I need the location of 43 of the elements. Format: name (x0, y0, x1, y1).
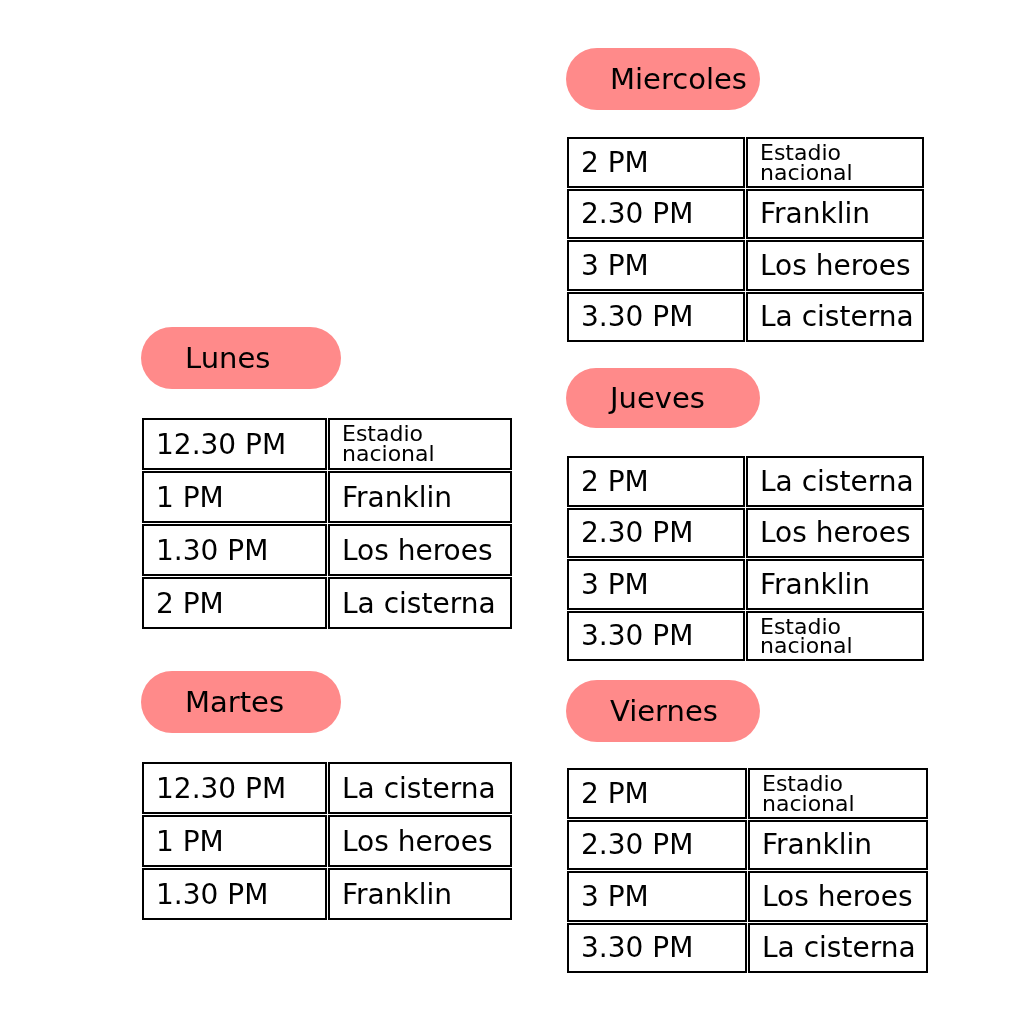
time-cell: 2 PM (567, 768, 747, 819)
place-cell: Franklin (328, 868, 512, 920)
time-cell: 3 PM (567, 871, 747, 922)
time-cell: 2 PM (142, 577, 327, 629)
place-cell: Los heroes (328, 815, 512, 867)
place-cell: Franklin (748, 819, 928, 870)
time-cell: 3 PM (567, 240, 745, 291)
place-cell: Estadio nacional (746, 610, 924, 661)
place-cell: Los heroes (748, 871, 928, 922)
place-cell: Los heroes (328, 524, 512, 576)
time-cell: 1 PM (142, 471, 327, 523)
place-cell: Los heroes (746, 240, 924, 291)
time-cell: 2 PM (567, 456, 745, 507)
place-cell: La cisterna (328, 762, 512, 814)
time-cell: 1 PM (142, 815, 327, 867)
time-cell: 3.30 PM (567, 610, 745, 661)
time-cell: 2 PM (567, 137, 745, 188)
place-cell: Los heroes (746, 507, 924, 558)
place-cell: La cisterna (748, 922, 928, 973)
day-heading-pill: Martes (141, 671, 341, 733)
place-cell: La cisterna (746, 456, 924, 507)
time-cell: 3.30 PM (567, 922, 747, 973)
place-cell: Estadio nacional (748, 768, 928, 819)
time-cell: 3 PM (567, 559, 745, 610)
day-heading-pill: Miercoles (566, 48, 760, 110)
place-cell: Estadio nacional (746, 137, 924, 188)
time-cell: 2.30 PM (567, 819, 747, 870)
place-cell: Estadio nacional (328, 418, 512, 470)
place-cell: Franklin (746, 559, 924, 610)
place-cell: La cisterna (328, 577, 512, 629)
place-cell: Franklin (746, 188, 924, 239)
place-cell: La cisterna (746, 291, 924, 342)
time-cell: 12.30 PM (142, 762, 327, 814)
day-heading-pill: Viernes (566, 680, 760, 742)
time-cell: 12.30 PM (142, 418, 327, 470)
time-cell: 2.30 PM (567, 507, 745, 558)
day-heading-pill: Jueves (566, 368, 760, 428)
time-cell: 2.30 PM (567, 188, 745, 239)
time-cell: 3.30 PM (567, 291, 745, 342)
time-cell: 1.30 PM (142, 524, 327, 576)
place-cell: Franklin (328, 471, 512, 523)
day-heading-pill: Lunes (141, 327, 341, 389)
time-cell: 1.30 PM (142, 868, 327, 920)
